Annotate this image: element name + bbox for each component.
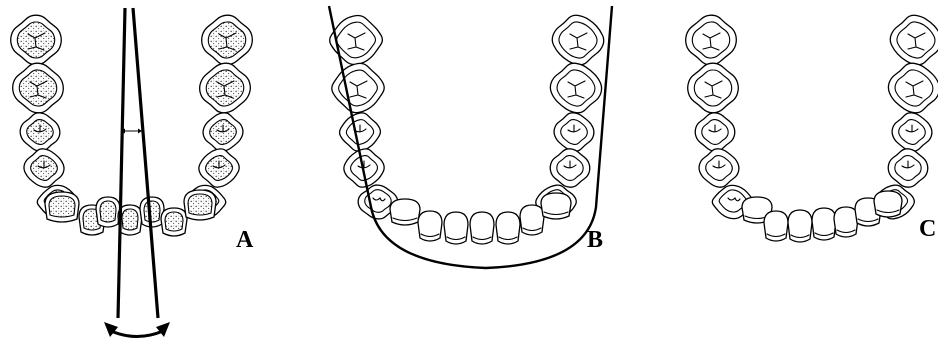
premolar-tooth [203, 113, 243, 151]
panel-label-b: B [587, 227, 603, 253]
molar-tooth [330, 15, 383, 64]
premolar-tooth [888, 149, 928, 187]
arch-panel-c [686, 15, 938, 242]
incisor-tooth [140, 197, 164, 227]
molar-tooth [11, 15, 62, 65]
incisor-tooth [764, 211, 788, 241]
molar-tooth [890, 15, 938, 65]
panel-label-a: A [236, 227, 254, 253]
incisor-tooth [788, 210, 812, 242]
rotation-arrow-icon [104, 322, 170, 337]
incisor-tooth [184, 190, 216, 220]
molar-tooth [688, 63, 739, 113]
premolar-tooth [20, 113, 60, 151]
molar-tooth [332, 63, 384, 112]
incisor-tooth [541, 193, 571, 219]
midline-guides [104, 8, 170, 337]
incisor-tooth [812, 208, 836, 240]
molar-tooth [888, 63, 938, 113]
incisor-tooth [161, 208, 187, 236]
premolar-tooth [340, 113, 381, 151]
incisor-tooth [470, 212, 494, 244]
incisor-tooth [496, 212, 520, 244]
molar-tooth [686, 15, 737, 65]
incisor-tooth [418, 211, 442, 241]
premolar-tooth [199, 149, 239, 187]
premolar-tooth [699, 149, 739, 187]
molar-tooth [13, 63, 64, 113]
incisor-tooth [96, 197, 120, 227]
arch-panel-a [11, 15, 253, 236]
incisor-tooth [520, 205, 544, 235]
incisor-tooth [834, 207, 858, 237]
midline-line-right [133, 8, 158, 318]
premolar-tooth [892, 113, 932, 151]
incisor-tooth [444, 212, 468, 244]
molar-tooth [552, 15, 604, 65]
incisor-tooth [874, 191, 902, 217]
incisor-tooth [390, 199, 420, 225]
premolar-tooth [554, 113, 594, 151]
midline-line-left [118, 8, 125, 318]
premolar-tooth [24, 149, 64, 187]
molar-tooth [200, 63, 251, 113]
incisor-tooth [45, 192, 79, 222]
molar-tooth [202, 15, 253, 65]
premolar-tooth [695, 113, 735, 151]
molar-tooth [550, 63, 601, 113]
premolar-tooth [550, 149, 590, 187]
width-indicator-arrow [121, 129, 142, 134]
panel-label-c: C [919, 216, 936, 242]
